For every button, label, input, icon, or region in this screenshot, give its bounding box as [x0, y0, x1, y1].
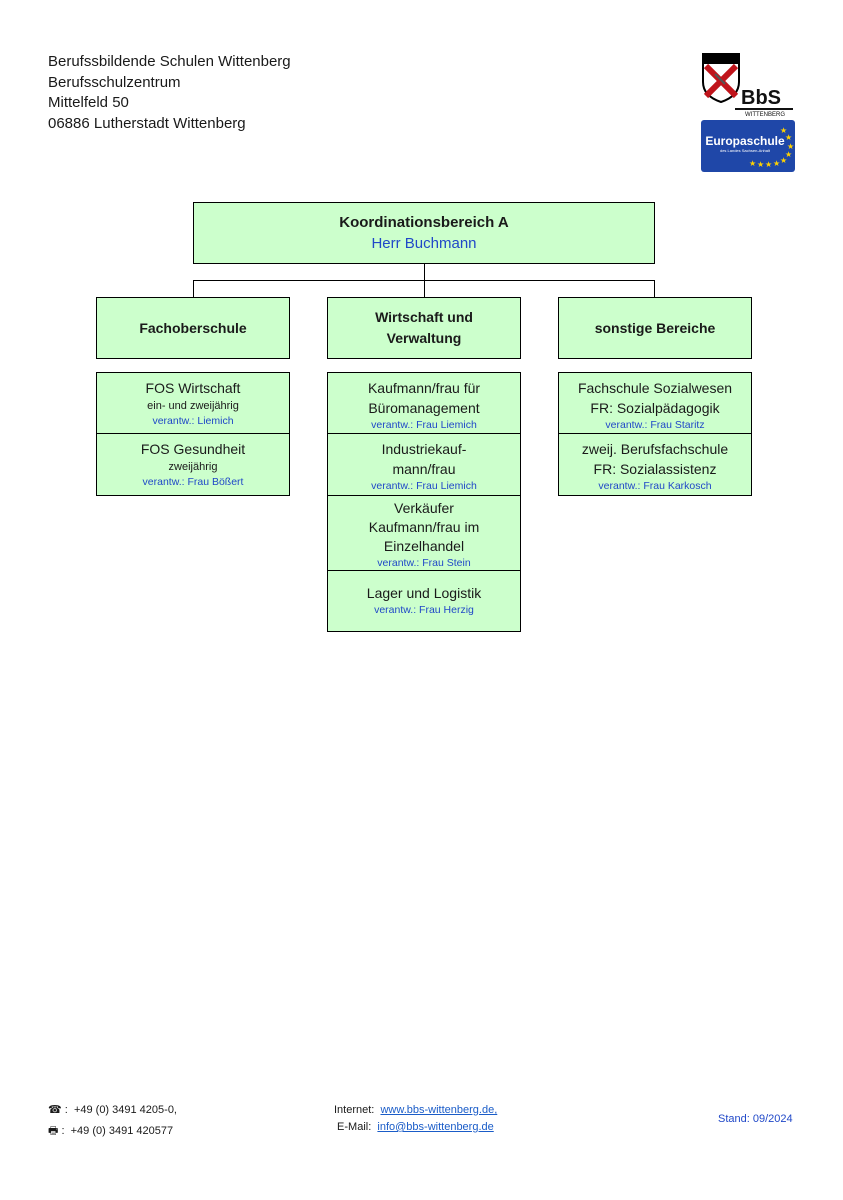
- address-line-street: Mittelfeld 50: [48, 94, 129, 111]
- program-title-line2: Kaufmann/frau im: [368, 519, 480, 535]
- program-box-industriekaufmann: Industriekauf- mann/frau verantw.: Frau …: [327, 433, 521, 496]
- program-title-line2: FR: Sozialpädagogik: [590, 400, 720, 416]
- phone-icon: ☎: [48, 1104, 62, 1116]
- program-responsible: verantw.: Frau Karkosch: [598, 480, 712, 492]
- program-responsible: verantw.: Liemich: [152, 415, 234, 427]
- program-responsible: verantw.: Frau Herzig: [374, 604, 474, 616]
- program-title-line2: mann/frau: [392, 461, 456, 477]
- svg-text:★: ★: [787, 142, 794, 151]
- program-responsible: verantw.: Frau Staritz: [605, 419, 705, 431]
- category-fachoberschule: Fachoberschule: [96, 297, 290, 359]
- fax-number: +49 (0) 3491 420577: [70, 1125, 174, 1137]
- program-responsible: verantw.: Frau Liemich: [371, 419, 477, 431]
- svg-text:★: ★: [765, 160, 772, 169]
- program-title-line2: Büromanagement: [368, 400, 480, 416]
- program-title-line1: Verkäufer: [394, 500, 454, 516]
- program-title-line1: Lager und Logistik: [366, 585, 482, 601]
- program-responsible: verantw.: Frau Stein: [377, 557, 471, 569]
- svg-text:★: ★: [785, 133, 792, 142]
- email-link[interactable]: info@bbs-wittenberg.de: [377, 1121, 494, 1133]
- category-label: Fachoberschule: [139, 319, 247, 336]
- connector-col3: [654, 280, 655, 298]
- program-box-bueromanagement: Kaufmann/frau für Büromanagement verantw…: [327, 372, 521, 434]
- svg-text:★: ★: [749, 159, 756, 168]
- footer-stand-date: Stand: 09/2024: [718, 1113, 793, 1125]
- program-title-line1: Fachschule Sozialwesen: [577, 380, 733, 396]
- program-box-sozialassistenz: zweij. Berufsfachschule FR: Sozialassist…: [558, 433, 752, 496]
- address-line-name: Berufssbildende Schulen Wittenberg: [48, 53, 291, 70]
- org-head-lead: Herr Buchmann: [371, 235, 477, 252]
- category-label: sonstige Bereiche: [594, 319, 716, 336]
- bbs-wittenberg-logo: BbS WITTENBERG: [702, 53, 793, 118]
- bbs-logo-subtext: WITTENBERG: [745, 112, 785, 118]
- fax-icon: 🖶: [48, 1125, 59, 1137]
- program-title-line3: Einzelhandel: [383, 538, 465, 554]
- website-link[interactable]: www.bbs-wittenberg.de,: [380, 1104, 498, 1116]
- europaschule-logo-text: Europaschule: [705, 134, 785, 148]
- svg-text:★: ★: [780, 156, 787, 165]
- program-responsible: verantw.: Frau Bößert: [142, 476, 244, 488]
- connector-head-down: [424, 263, 425, 280]
- program-box-einzelhandel: Verkäufer Kaufmann/frau im Einzelhandel …: [327, 495, 521, 571]
- connector-col1: [193, 280, 194, 298]
- category-wirtschaft-verwaltung: Wirtschaft und Verwaltung: [327, 297, 521, 359]
- program-title-line1: Kaufmann/frau für: [367, 380, 481, 396]
- bbs-logo-text: BbS: [741, 87, 781, 109]
- svg-text:★: ★: [757, 160, 764, 169]
- address-line-city: 06886 Lutherstadt Wittenberg: [48, 114, 246, 132]
- program-box-fos-wirtschaft: FOS Wirtschaft ein- und zweijährig veran…: [96, 372, 290, 434]
- svg-text:★: ★: [780, 126, 787, 135]
- program-title-line2: FR: Sozialassistenz: [593, 461, 717, 477]
- program-box-fos-gesundheit: FOS Gesundheit zweijährig verantw.: Frau…: [96, 433, 290, 496]
- org-head-box: Koordinationsbereich A Herr Buchmann: [193, 202, 655, 264]
- category-label-line1: Wirtschaft und: [375, 309, 473, 325]
- europaschule-logo-subtext: des Landes Sachsen-Anhalt: [720, 148, 771, 153]
- program-title: FOS Wirtschaft: [145, 380, 241, 396]
- connector-col2: [424, 280, 425, 298]
- internet-label: Internet:: [334, 1104, 375, 1116]
- program-subtitle: ein- und zweijährig: [147, 400, 239, 412]
- program-title: FOS Gesundheit: [140, 441, 246, 457]
- program-subtitle: zweijährig: [168, 461, 218, 473]
- phone-number: +49 (0) 3491 4205-0,: [73, 1104, 177, 1116]
- svg-text:★: ★: [773, 159, 780, 168]
- org-head-title: Koordinationsbereich A: [339, 214, 509, 231]
- svg-text:★: ★: [785, 150, 792, 159]
- program-responsible: verantw.: Frau Liemich: [371, 480, 477, 492]
- program-title-line1: Industriekauf-: [381, 441, 467, 457]
- footer-contact-phone: ☎ : +49 (0) 3491 4205-0, 🖶 : +49 (0) 349…: [48, 1104, 177, 1137]
- europaschule-logo: Europaschule des Landes Sachsen-Anhalt ★…: [701, 120, 795, 172]
- category-sonstige-bereiche: sonstige Bereiche: [558, 297, 752, 359]
- program-box-sozialpaedagogik: Fachschule Sozialwesen FR: Sozialpädagog…: [558, 372, 752, 434]
- program-box-lager-logistik: Lager und Logistik verantw.: Frau Herzig: [327, 570, 521, 632]
- school-address: Berufssbildende Schulen Wittenberg Beruf…: [48, 52, 291, 134]
- category-label-line2: Verwaltung: [386, 330, 462, 346]
- address-line-center: Berufsschulzentrum: [48, 73, 181, 91]
- program-title-line1: zweij. Berufsfachschule: [581, 441, 729, 457]
- footer-contact-web: Internet: www.bbs-wittenberg.de, E-Mail:…: [334, 1104, 498, 1133]
